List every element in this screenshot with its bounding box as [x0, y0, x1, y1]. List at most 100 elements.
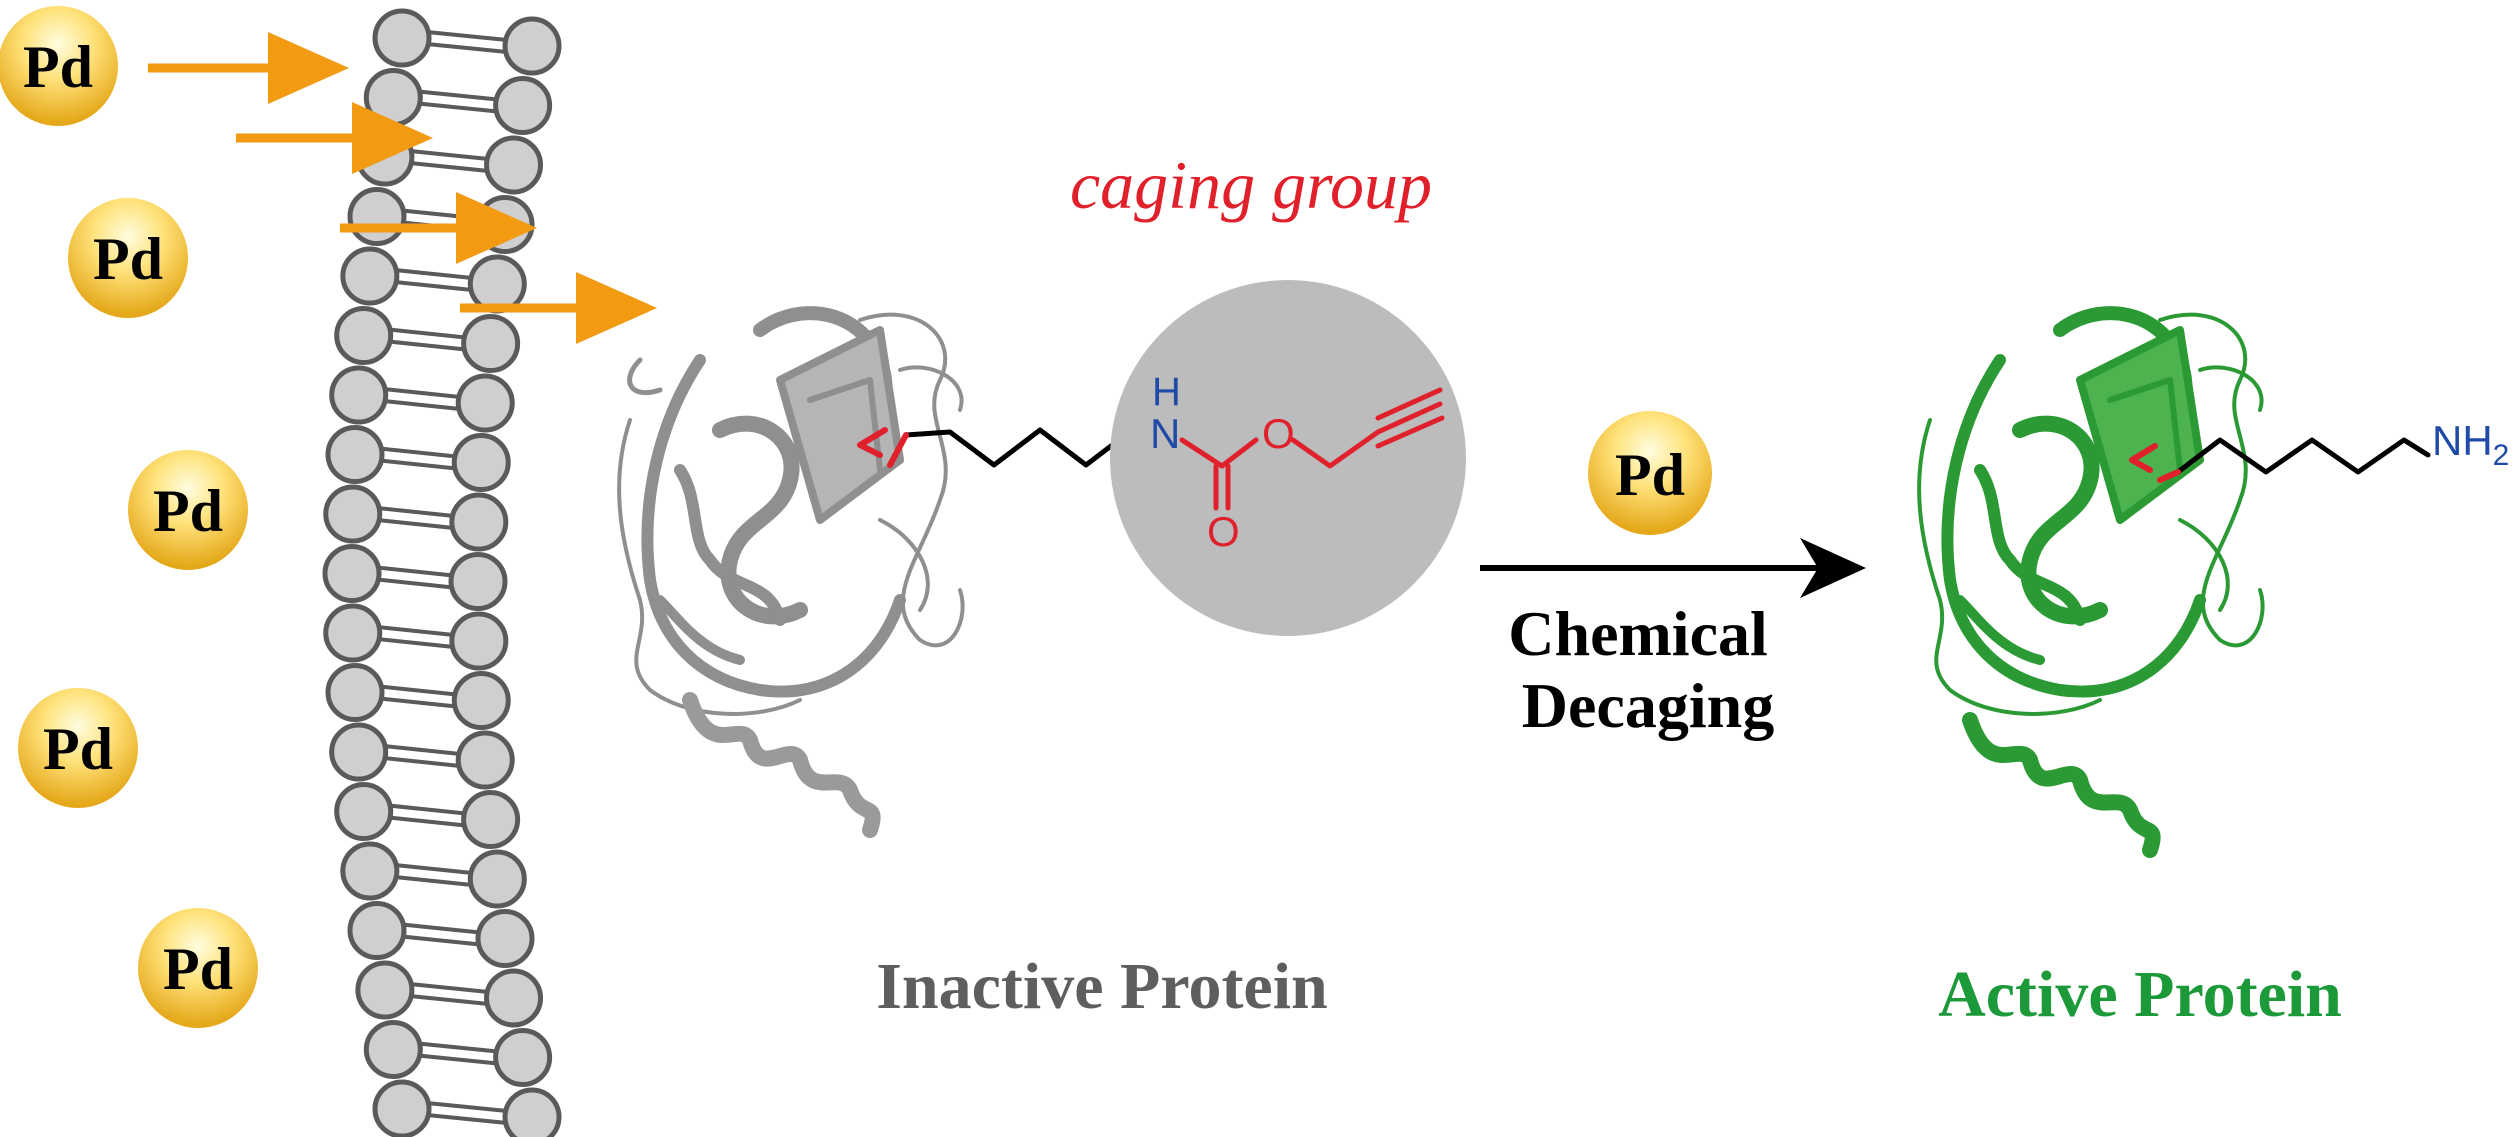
lipid-head-right — [467, 849, 527, 909]
lipid-head-left — [325, 425, 385, 484]
lipid-bond — [426, 42, 508, 54]
lipid-head-right — [449, 611, 509, 671]
pd-reagent: Pd — [1588, 411, 1712, 535]
pd-reagent-label: Pd — [1615, 442, 1685, 508]
inactive-protein-label: Inactive Protein — [876, 950, 1328, 1023]
lipid-head-left — [329, 722, 389, 782]
atom-o-ether: O — [1262, 410, 1295, 457]
lipid-bond — [394, 280, 473, 292]
lipid-bond — [379, 696, 457, 709]
lipid-head-right — [493, 76, 553, 135]
lipid-bond — [418, 1053, 498, 1066]
lipid-bond — [388, 803, 466, 816]
caging-group-circle — [1110, 280, 1466, 636]
active-red-anchor — [2129, 443, 2181, 483]
lipid-bond — [388, 327, 466, 340]
lipid-bond — [409, 161, 489, 173]
active-protein-label: Active Protein — [1938, 958, 2342, 1031]
lipid-bond — [383, 744, 461, 756]
lipid-head-right — [455, 730, 515, 790]
lipid-bond — [379, 458, 457, 471]
lipid-head-right — [455, 373, 515, 433]
pd-particle-1: Pd — [0, 6, 118, 126]
lipid-head-right — [449, 492, 509, 552]
lipid-bond — [426, 30, 508, 42]
lipid-bond — [418, 101, 498, 114]
atom-o-carbonyl: O — [1207, 508, 1240, 555]
pd-particle-label: Pd — [163, 936, 233, 1002]
lipid-head-right — [461, 314, 521, 373]
atom-nh2-subscript: 2 — [2493, 439, 2510, 472]
lipid-membrane — [322, 8, 562, 1137]
lipid-bond — [418, 89, 498, 102]
lipid-head-left — [340, 841, 400, 901]
atom-nh2: NH2 — [2432, 417, 2509, 472]
pd-particle-label: Pd — [153, 478, 223, 544]
lipid-bond — [394, 863, 473, 875]
lipid-head-left — [363, 1020, 423, 1079]
lipid-bond — [409, 982, 489, 994]
lipid-bond — [418, 1041, 498, 1054]
lipid-head-left — [347, 187, 407, 246]
lipid-head-left — [363, 68, 423, 127]
lipid-head-right — [475, 909, 535, 968]
lipid-head-left — [355, 960, 415, 1020]
penetration-arrows — [148, 32, 657, 344]
pd-particle-2: Pd — [68, 198, 188, 318]
atom-n: N — [1150, 410, 1180, 457]
lipid-head-left — [334, 782, 394, 841]
active-protein-icon — [1917, 306, 2265, 716]
active-helix-icon — [1962, 712, 2161, 858]
lipid-head-left — [323, 484, 383, 544]
pd-particle-label: Pd — [43, 716, 113, 782]
lipid-head-right — [461, 790, 521, 849]
lipid-bond — [401, 922, 481, 935]
pd-particle-label: Pd — [93, 226, 163, 292]
lipid-bond — [377, 518, 455, 530]
inactive-protein-icon — [617, 306, 965, 716]
lipid-bond — [379, 684, 457, 697]
lipid-head-left — [372, 1079, 432, 1137]
lipid-head-right — [484, 968, 544, 1028]
atom-h: H — [1152, 370, 1181, 414]
lipid-head-right — [502, 16, 562, 76]
lipid-head-left — [322, 544, 382, 603]
lipid-head-right — [467, 254, 527, 314]
lipid-bond — [377, 506, 455, 518]
lipid-head-left — [334, 306, 394, 365]
pd-particle-label: Pd — [23, 34, 93, 100]
caging-group-label: caging group — [1070, 147, 1432, 223]
lipid-head-right — [493, 1028, 553, 1087]
lipid-bond — [409, 994, 489, 1006]
lipid-head-left — [372, 8, 432, 68]
lipid-bond — [383, 399, 461, 411]
lipid-bond — [376, 577, 454, 590]
inactive-helix-icon — [682, 692, 881, 838]
lipid-bond — [409, 149, 489, 161]
lipid-head-right — [451, 671, 511, 730]
lipid-head-right — [484, 135, 544, 195]
lipid-bond — [376, 565, 454, 578]
lipid-head-left — [340, 246, 400, 306]
lipid-head-left — [347, 901, 407, 960]
pd-particle-4: Pd — [18, 688, 138, 808]
lipid-head-right — [448, 552, 508, 611]
pd-particle-5: Pd — [138, 908, 258, 1028]
lipid-head-right — [502, 1087, 562, 1137]
lipid-bond — [401, 208, 481, 221]
lipid-head-left — [325, 663, 385, 722]
lipid-bond — [388, 815, 466, 828]
lipid-bond — [379, 446, 457, 459]
lipid-bond — [401, 934, 481, 947]
lipid-bond — [383, 387, 461, 399]
lipid-bond — [377, 637, 455, 649]
active-lysine-chain — [2175, 437, 2431, 475]
lipid-head-left — [323, 603, 383, 663]
lipid-bond — [377, 625, 455, 637]
lipid-bond — [388, 339, 466, 352]
lipid-bond — [394, 268, 473, 280]
lipid-head-left — [329, 365, 389, 425]
inactive-red-anchor — [857, 427, 909, 468]
